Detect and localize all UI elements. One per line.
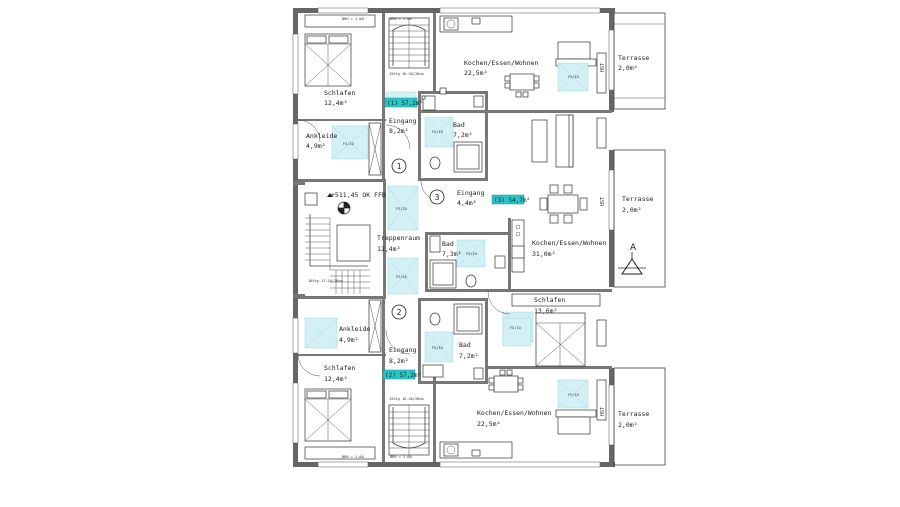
room-area-top-entrance: 8,2m² bbox=[389, 127, 409, 135]
stairwell bbox=[304, 192, 371, 294]
room-name-bot-kitchen: Kochen/Essen/Wohnen bbox=[477, 409, 551, 417]
terraces bbox=[613, 12, 666, 466]
room-area-bot-bath: 7,2m² bbox=[459, 352, 479, 360]
unit-number-2: 2 bbox=[397, 308, 402, 317]
hst-label-mid: HST bbox=[600, 197, 606, 206]
brh-label-bot-b: BRH = 1.00 bbox=[390, 455, 412, 459]
room-labels: Kochen/Essen/Wohnen 22,5m² Schlafen 12,4… bbox=[306, 59, 606, 428]
terrace-labels: Terrasse 2,0m² Terrasse 2,0m² Terrasse 2… bbox=[618, 54, 653, 429]
unit-badge-1-text: (1) 57,2m² bbox=[387, 100, 423, 107]
terrace-bot-area: 2,0m² bbox=[618, 421, 638, 429]
unit-circle-2 bbox=[391, 304, 407, 320]
room-name-top-bath: Bad bbox=[453, 121, 465, 129]
section-marker-icon bbox=[621, 258, 643, 275]
unit-circle-1 bbox=[391, 158, 407, 174]
fill-label-4: FS/IO bbox=[568, 75, 579, 79]
terrace-top-area: 2,0m² bbox=[618, 64, 638, 72]
level-triangle-icon bbox=[327, 193, 333, 197]
fill-label-5: FS/IO bbox=[568, 393, 579, 397]
room-area-mid-kitchen: 31,0m² bbox=[532, 250, 555, 258]
bot-bath-fixtures bbox=[422, 303, 532, 380]
room-area-top-kitchen: 22,5m² bbox=[464, 69, 487, 77]
room-name-bot-bedroom: Schlafen bbox=[324, 364, 355, 372]
room-area-top-bath: 7,2m² bbox=[453, 131, 473, 139]
annotations: +511,45 OK FFB A HST HST HST BRH = 1.00 … bbox=[308, 17, 646, 459]
room-name-mid-kitchen: Kochen/Essen/Wohnen bbox=[532, 239, 606, 247]
terrace-mid-area: 2,0m² bbox=[622, 206, 642, 214]
terrace-bot-name: Terrasse bbox=[618, 410, 649, 418]
interior-walls bbox=[298, 13, 612, 462]
room-area-top-dressing: 4,9m² bbox=[306, 142, 326, 150]
room-name-top-entrance: Eingang bbox=[389, 117, 416, 125]
room-area-bot-entrance: 8,2m² bbox=[389, 357, 409, 365]
top-bedroom-furniture bbox=[304, 14, 376, 87]
stair-note-top: 15Stg 16.40/28cm bbox=[389, 72, 424, 76]
room-area-stairwell: 12,4m² bbox=[377, 245, 400, 253]
terrace-top-name: Terrasse bbox=[618, 54, 649, 62]
mid-bath-fixtures bbox=[429, 235, 506, 289]
unit-badge-2 bbox=[382, 369, 416, 380]
room-area-mid-bedroom: 13,6m² bbox=[534, 307, 557, 315]
fill-label-1: FS/IO bbox=[396, 207, 407, 211]
brh-label-top-b: BRH = 1.00 bbox=[390, 17, 412, 21]
mid-living-furniture bbox=[511, 114, 607, 273]
exterior-walls bbox=[292, 7, 615, 468]
top-kitchen-furniture bbox=[439, 15, 607, 98]
room-name-top-bedroom: Schlafen bbox=[324, 89, 355, 97]
bot-stair bbox=[388, 404, 430, 456]
mid-entrance-fills bbox=[387, 185, 419, 295]
terrace-mid-name: Terrasse bbox=[622, 195, 653, 203]
room-area-bot-kitchen: 22,5m² bbox=[477, 420, 500, 428]
fill-label-7: FS/IO bbox=[510, 326, 521, 330]
unit-number-3: 3 bbox=[435, 193, 440, 202]
unit-badge-3 bbox=[491, 194, 525, 205]
hst-label-top: HST bbox=[600, 63, 606, 72]
hst-label-bot: HST bbox=[600, 407, 606, 416]
brh-label-top-a: BRH = 1.00 bbox=[342, 17, 364, 21]
unit-badge-2-text: (2) 57,2m² bbox=[385, 372, 421, 379]
bot-bedroom-furniture bbox=[304, 388, 376, 460]
room-name-stairwell: Treppenraum bbox=[377, 234, 420, 242]
level-mark: +511,45 OK FFB bbox=[331, 191, 386, 199]
brh-label-bot-a: BRH = 1.00 bbox=[342, 455, 364, 459]
room-name-bot-bath: Bad bbox=[459, 341, 471, 349]
bot-dressing-closet bbox=[304, 299, 382, 353]
fill-label-8: FS/IO bbox=[432, 130, 443, 134]
room-name-mid-bedroom: Schlafen bbox=[534, 296, 565, 304]
room-area-top-bedroom: 12,4m² bbox=[324, 99, 347, 107]
room-name-mid-entrance: Eingang bbox=[457, 189, 484, 197]
top-bath-fixtures bbox=[421, 95, 484, 173]
section-mark-label: A bbox=[630, 243, 637, 253]
room-name-bot-dressing: Ankleide bbox=[339, 325, 370, 333]
fill-label-2: FS/IO bbox=[396, 275, 407, 279]
unit-badge-1 bbox=[384, 97, 418, 108]
fill-label-9: FS/IO bbox=[432, 346, 443, 350]
unit-number-1: 1 bbox=[397, 162, 402, 171]
room-area-mid-entrance: 4,4m² bbox=[457, 199, 477, 207]
top-stair bbox=[388, 17, 430, 69]
unit-badge-3-text: (3) 54,7m² bbox=[494, 197, 530, 204]
unit-circle-3 bbox=[429, 189, 445, 205]
bot-kitchen-furniture bbox=[439, 369, 607, 459]
room-name-top-kitchen: Kochen/Essen/Wohnen bbox=[464, 59, 538, 67]
stair-note-mid: 16Stg 17.54/28cm bbox=[308, 279, 343, 283]
top-dressing-closet bbox=[331, 122, 382, 176]
stair-note-bot: 15Stg 16.40/28cm bbox=[389, 397, 424, 401]
fill-label-6: FS/IO bbox=[466, 252, 477, 256]
unit-markers: 1 3 2 (1) 57,2m² (3) 54,7m² (2) 57,2m² bbox=[382, 97, 530, 380]
room-area-mid-bath: 7,3m² bbox=[442, 250, 462, 258]
room-name-top-dressing: Ankleide bbox=[306, 132, 337, 140]
room-area-bot-bedroom: 12,4m² bbox=[324, 375, 347, 383]
room-name-mid-bath: Bad bbox=[442, 240, 454, 248]
room-name-bot-entrance: Eingang bbox=[389, 346, 416, 354]
fill-label-3: FS/IO bbox=[343, 142, 354, 146]
room-area-bot-dressing: 4,9m² bbox=[339, 336, 359, 344]
